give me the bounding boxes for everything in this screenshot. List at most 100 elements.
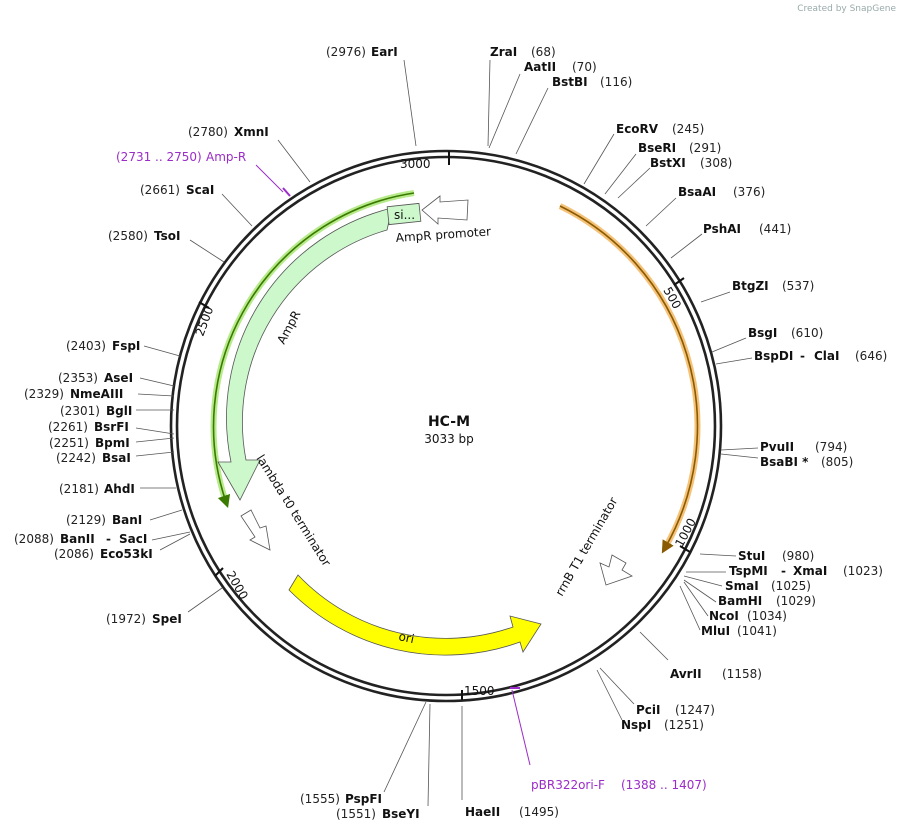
svg-text:(1158): (1158) <box>722 667 762 681</box>
svg-text:(610): (610) <box>791 326 823 340</box>
svg-text:(291): (291) <box>689 141 721 155</box>
svg-text:NmeAIII: NmeAIII <box>70 387 123 401</box>
enzyme-bseri: BseRI (291) <box>638 141 721 155</box>
pbr322ori-primer-leader <box>511 689 531 766</box>
enzyme-pcii: PciI (1247) <box>636 703 715 717</box>
svg-text:SpeI: SpeI <box>152 612 182 626</box>
snapgene-credit: Created by SnapGene <box>797 4 896 14</box>
rrnb-terminator-arrow <box>599 554 633 586</box>
svg-text:(245): (245) <box>672 122 704 136</box>
svg-text:(1023): (1023) <box>843 564 883 578</box>
svg-text:BstBI: BstBI <box>552 75 588 89</box>
amp-r-primer-mark <box>282 187 291 197</box>
ampr-feature <box>217 207 393 501</box>
enzyme-bsaai: BsaAI (376) <box>678 185 765 199</box>
ori-label: ori <box>397 629 415 646</box>
svg-text:TsoI: TsoI <box>154 229 180 243</box>
enzyme-bstb1: BstBI (116) <box>552 75 632 89</box>
enzyme-ncoi: NcoI (1034) <box>709 609 787 623</box>
svg-text:(308): (308) <box>700 156 732 170</box>
enzyme-haeii: HaeII (1495) <box>465 805 559 819</box>
enzyme-zra1: ZraI (68) <box>490 45 556 59</box>
svg-text:AhdI: AhdI <box>104 482 135 496</box>
plasmid-size: 3033 bp <box>424 432 474 446</box>
svg-text:(2129): (2129) <box>66 513 106 527</box>
svg-text:Eco53kI: Eco53kI <box>100 547 153 561</box>
svg-text:BsaAI: BsaAI <box>678 185 716 199</box>
svg-text:BsaBI *: BsaBI * <box>760 455 809 469</box>
svg-text:(2976): (2976) <box>326 45 366 59</box>
enzyme-pshai: PshAI (441) <box>703 222 791 236</box>
svg-text:(2329): (2329) <box>24 387 64 401</box>
svg-text:NspI: NspI <box>621 718 651 732</box>
enzyme-banii-saci: (2088) BanII - SacI <box>14 532 147 546</box>
signal-sequence-box <box>386 202 422 226</box>
svg-text:(1555): (1555) <box>300 792 340 806</box>
ori-feature <box>288 574 542 656</box>
svg-text:BsgI: BsgI <box>748 326 777 340</box>
primer-pbr322ori-f: pBR322ori-F (1388 .. 1407) <box>531 778 707 792</box>
svg-text:-: - <box>106 532 111 546</box>
enzyme-pvuii: PvuII (794) <box>760 440 847 454</box>
svg-text:(1029): (1029) <box>776 594 816 608</box>
enzyme-bseyi: (1551) BseYI <box>336 807 420 821</box>
svg-text:(2086): (2086) <box>54 547 94 561</box>
svg-text:SmaI: SmaI <box>725 579 759 593</box>
svg-text:EarI: EarI <box>371 45 398 59</box>
svg-text:BamHI: BamHI <box>718 594 762 608</box>
enzyme-avrii: AvrII (1158) <box>670 667 762 681</box>
svg-text:XmaI: XmaI <box>793 564 827 578</box>
svg-text:(1025): (1025) <box>771 579 811 593</box>
svg-text:(1495): (1495) <box>519 805 559 819</box>
svg-text:(1388 .. 1407): (1388 .. 1407) <box>621 778 707 792</box>
svg-text:BseRI: BseRI <box>638 141 676 155</box>
svg-text:BpmI: BpmI <box>95 436 130 450</box>
svg-text:(1251): (1251) <box>664 718 704 732</box>
enzyme-bsrfi: (2261) BsrFI <box>48 420 129 434</box>
svg-text:(646): (646) <box>855 349 887 363</box>
svg-text:(2251): (2251) <box>49 436 89 450</box>
tick-2000: 2000 <box>223 569 250 602</box>
svg-text:FspI: FspI <box>112 339 140 353</box>
svg-text:BspDI: BspDI <box>754 349 793 363</box>
svg-text:PvuII: PvuII <box>760 440 794 454</box>
svg-text:TspMI: TspMI <box>729 564 768 578</box>
svg-text:HaeII: HaeII <box>465 805 500 819</box>
enzyme-mlui: MluI (1041) <box>701 624 777 638</box>
enzyme-leaders <box>135 59 759 807</box>
orange-arc-highlight <box>558 203 701 550</box>
plasmid-name: HC-M <box>428 414 470 430</box>
orange-arc-line <box>559 205 699 554</box>
svg-text:MluI: MluI <box>701 624 730 638</box>
enzyme-smai: SmaI (1025) <box>725 579 811 593</box>
svg-text:(2088): (2088) <box>14 532 54 546</box>
enzyme-tspmi-xmai: TspMI - XmaI (1023) <box>729 564 883 578</box>
enzyme-scai: (2661) ScaI <box>140 183 214 197</box>
svg-text:AvrII: AvrII <box>670 667 702 681</box>
enzyme-ahdi: (2181) AhdI <box>59 482 135 496</box>
svg-text:(2403): (2403) <box>66 339 106 353</box>
backbone-inner <box>175 155 717 697</box>
svg-text:(441): (441) <box>759 222 791 236</box>
tick-marks <box>198 151 691 700</box>
svg-text:BsaI: BsaI <box>102 451 131 465</box>
svg-text:(70): (70) <box>572 60 597 74</box>
svg-text:AatII: AatII <box>524 60 556 74</box>
svg-text:(1034): (1034) <box>747 609 787 623</box>
enzyme-stui: StuI (980) <box>738 549 814 563</box>
green-arc-line <box>212 192 415 509</box>
lambda-terminator-arrow <box>240 509 271 551</box>
svg-text:(1247): (1247) <box>675 703 715 717</box>
svg-text:PciI: PciI <box>636 703 661 717</box>
svg-text:(2731 .. 2750): (2731 .. 2750) <box>116 150 202 164</box>
enzyme-btgzi: BtgZI (537) <box>732 279 814 293</box>
enzyme-ecorv: EcoRV (245) <box>616 122 704 136</box>
ampr-label: AmpR <box>274 308 303 346</box>
enzyme-bgli: (2301) BglI <box>60 404 132 418</box>
svg-text:SacI: SacI <box>119 532 147 546</box>
svg-text:ScaI: ScaI <box>186 183 214 197</box>
svg-text:(2242): (2242) <box>56 451 96 465</box>
enzyme-nmeaiii: (2329) NmeAIII <box>24 387 123 401</box>
svg-text:BanII: BanII <box>60 532 95 546</box>
